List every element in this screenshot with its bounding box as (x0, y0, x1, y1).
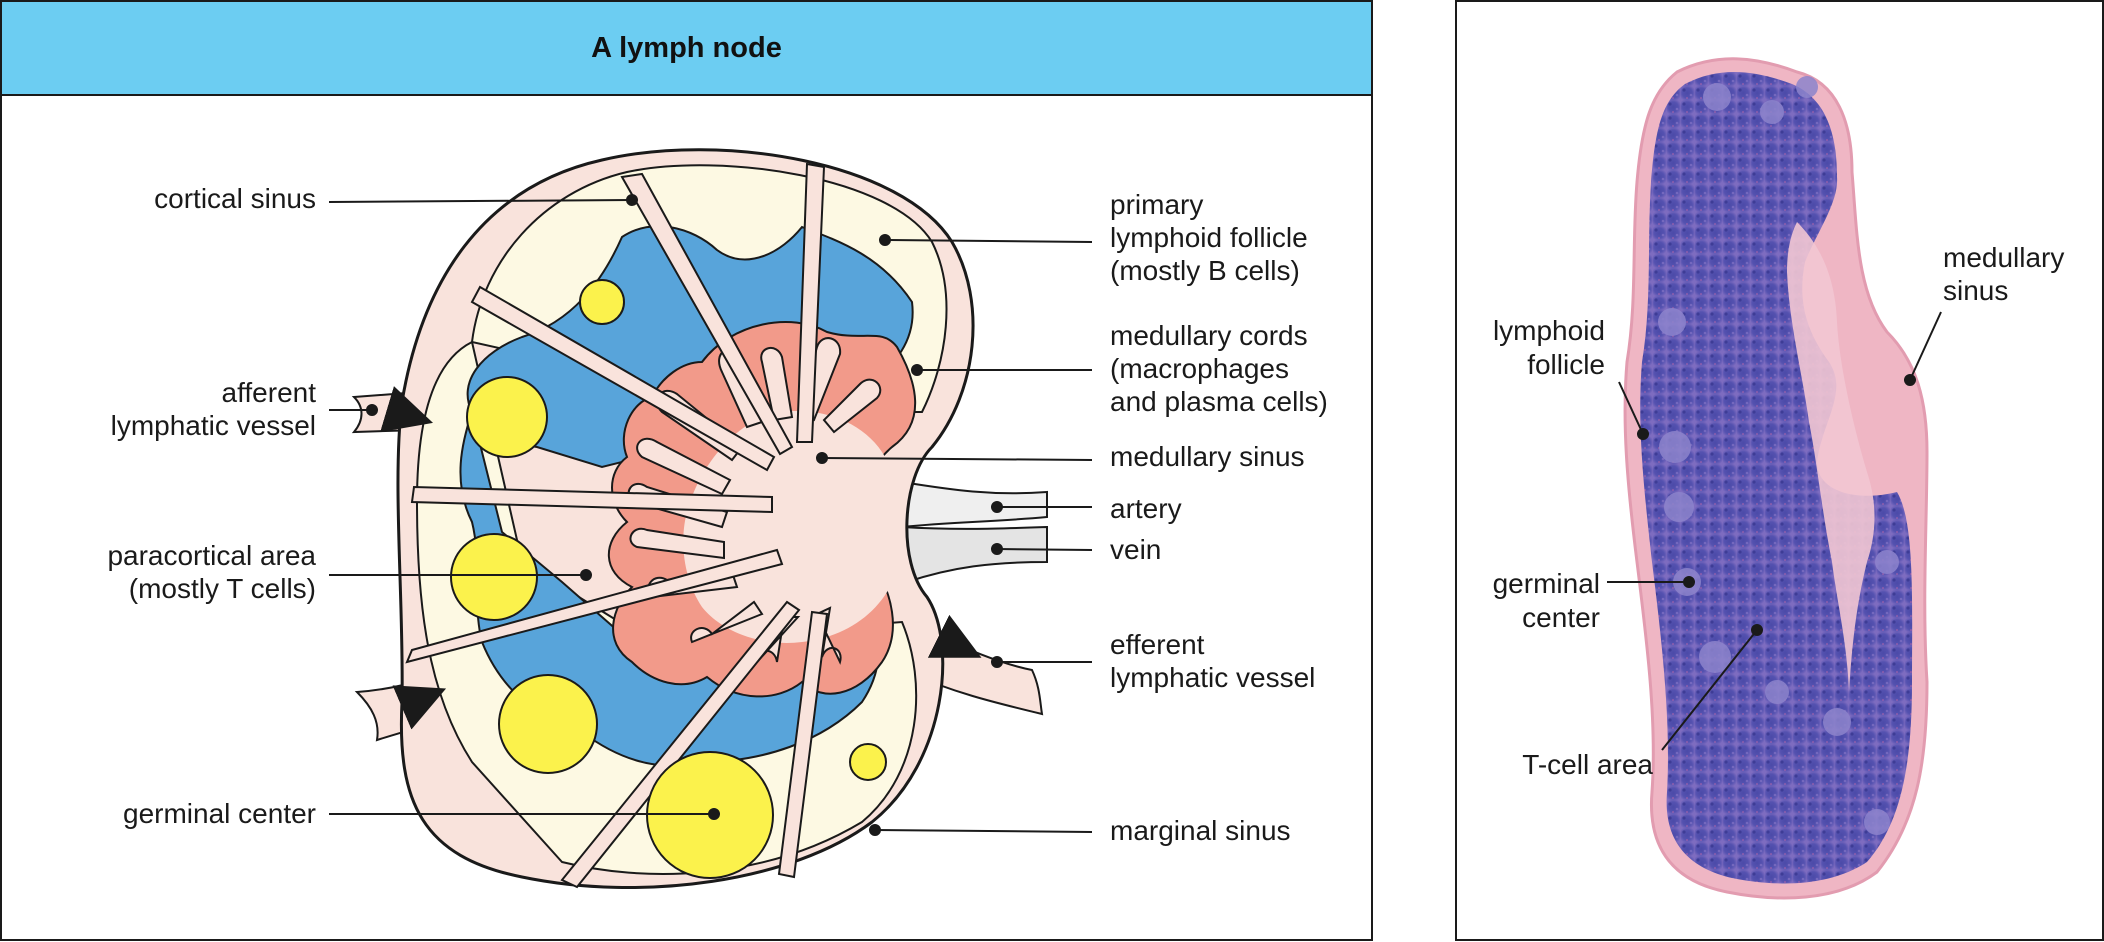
micrograph-follicles (1658, 76, 1899, 835)
micrograph-panel: lymphoid follicle germinal center T-cell… (1455, 0, 2104, 941)
blood-vessels (900, 480, 1048, 584)
label-afferent-line2: lymphatic vessel (111, 410, 316, 441)
trabeculae (405, 162, 829, 889)
micrograph-medullary-sinus-region (1787, 222, 1875, 692)
lymph-node-schematic: cortical sinus afferent lymphatic vessel… (107, 148, 1328, 889)
medullary-sinus-area (683, 411, 902, 643)
label-primary-line1: primary (1110, 189, 1203, 220)
label-paracortical-line1: paracortical area (107, 540, 316, 571)
label-efferent-line2: lymphatic vessel (1110, 662, 1315, 693)
diagram-title: A lymph node (591, 31, 782, 64)
leader-lines (328, 194, 1093, 836)
micrograph-tissue (1640, 71, 1913, 884)
lymph-node-micrograph: lymphoid follicle germinal center T-cell… (1493, 57, 2064, 900)
vein-vessel (900, 525, 1048, 584)
label-cords-line2: (macrophages (1110, 353, 1289, 384)
label-afferent-line1: afferent (222, 377, 317, 408)
micrograph-leader-lines (1607, 311, 1942, 751)
micro-label-medsinus-line1: medullary (1943, 242, 2064, 273)
micro-label-lymphoid-line2: follicle (1527, 349, 1605, 380)
label-vein: vein (1110, 534, 1161, 565)
label-cords-line1: medullary cords (1110, 320, 1308, 351)
artery-vessel (901, 480, 1048, 529)
micro-label-tcell: T-cell area (1522, 749, 1653, 780)
micro-label-lymphoid-line1: lymphoid (1493, 315, 1605, 346)
label-cords-line3: and plasma cells) (1110, 386, 1328, 417)
afferent-arrow-upper (380, 386, 433, 433)
label-paracortical-line2: (mostly T cells) (129, 573, 316, 604)
diagram-title-bar: A lymph node (2, 2, 1371, 96)
micro-label-medsinus-line2: sinus (1943, 275, 2008, 306)
label-cortical-sinus: cortical sinus (154, 183, 316, 214)
micro-label-germinal-line1: germinal (1493, 568, 1600, 599)
afferent-arrow-lower (392, 685, 447, 730)
label-medullary-sinus: medullary sinus (1110, 441, 1305, 472)
lymph-node-diagram-panel: A lymph node (0, 0, 1373, 941)
flow-arrows (380, 386, 982, 730)
label-efferent-line1: efferent (1110, 629, 1205, 660)
label-primary-line2: lymphoid follicle (1110, 222, 1308, 253)
efferent-arrow (927, 614, 982, 658)
micro-label-germinal-line2: center (1522, 602, 1600, 633)
label-germinal-center: germinal center (123, 798, 316, 829)
label-primary-line3: (mostly B cells) (1110, 255, 1300, 286)
label-marginal-sinus: marginal sinus (1110, 815, 1291, 846)
label-artery: artery (1110, 493, 1182, 524)
